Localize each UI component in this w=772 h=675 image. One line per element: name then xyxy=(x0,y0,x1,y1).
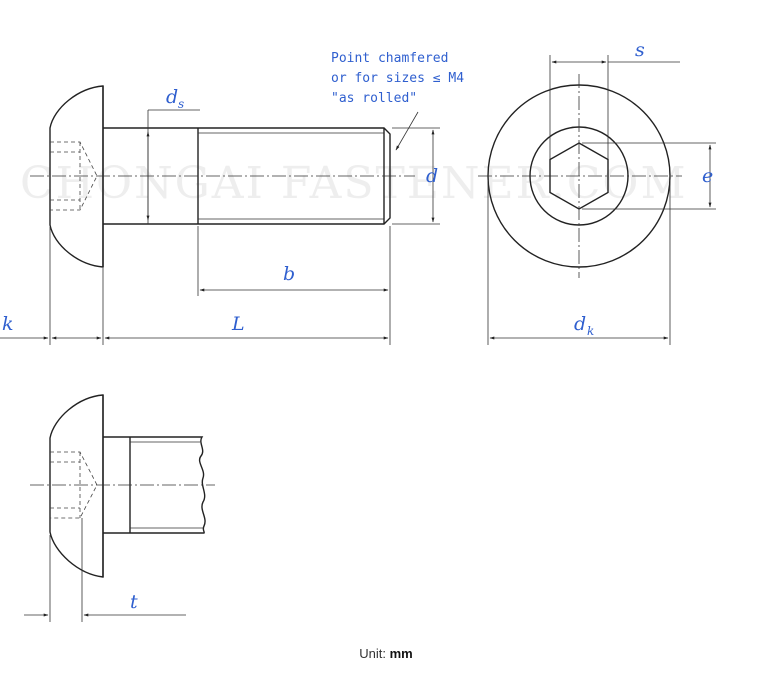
ds-sub: s xyxy=(178,97,184,111)
dk-sub: k xyxy=(587,324,594,338)
note-line2: or for sizes ≤ M4 xyxy=(331,71,464,86)
socket-hidden-lower xyxy=(50,451,98,519)
ds-label: d xyxy=(166,86,178,108)
dk-label: d xyxy=(574,313,586,335)
e-label: e xyxy=(702,165,713,187)
side-view: d s d Point chamfered or for sizes ≤ M4 … xyxy=(0,51,464,345)
s-label: s xyxy=(635,39,645,61)
t-label: t xyxy=(130,591,138,613)
L-label: L xyxy=(231,313,245,335)
note-line3: "as rolled" xyxy=(331,91,417,106)
unit-value: mm xyxy=(389,646,413,661)
watermark: CHONGAI FASTENER.COM xyxy=(20,158,688,209)
head-outline-lower xyxy=(49,394,104,578)
unit-caption: Unit: mm xyxy=(0,646,772,661)
note-leader xyxy=(395,111,419,151)
b-label: b xyxy=(283,263,295,285)
d-label: d xyxy=(426,165,438,187)
k-label: k xyxy=(2,313,14,335)
note-line1: Point chamfered xyxy=(331,51,448,66)
end-view: s e d k xyxy=(478,39,716,345)
shank-stub xyxy=(103,436,206,534)
depth-view: t xyxy=(24,394,215,622)
head-outline xyxy=(49,85,104,268)
unit-label: Unit: xyxy=(359,646,386,661)
